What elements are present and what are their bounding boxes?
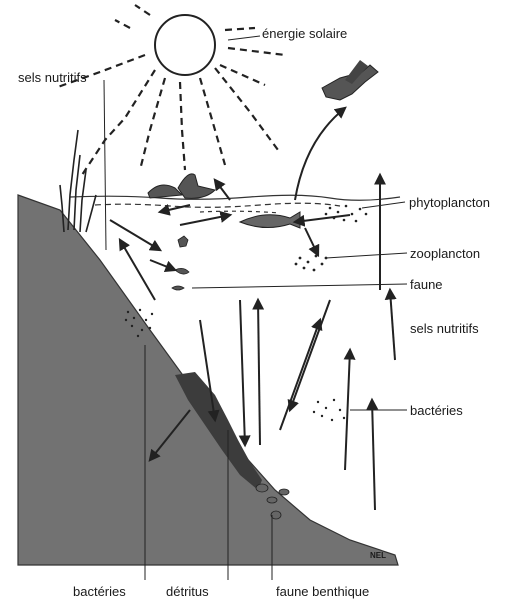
label-sels-nutritifs-right: sels nutritifs: [410, 321, 479, 336]
sun-icon: [155, 15, 215, 75]
label-energie-solaire: énergie solaire: [262, 26, 347, 41]
artist-signature: NEL: [370, 548, 386, 563]
phytoplankton-dots: [325, 205, 368, 223]
label-detritus: détritus: [166, 584, 209, 599]
fauna-icons: [172, 236, 189, 290]
bird-icon: [322, 60, 378, 100]
label-zooplancton: zooplancton: [410, 246, 480, 261]
label-bacteries-bottom: bactéries: [73, 584, 126, 599]
bacteria-right: [313, 399, 345, 421]
label-faune: faune: [410, 277, 443, 292]
zooplankton-dots: [295, 255, 328, 272]
water-surface: [70, 195, 400, 213]
label-bacteries-right: bactéries: [410, 403, 463, 418]
surface-birds: [148, 174, 215, 198]
label-sels-nutritifs-top: sels nutritifs: [18, 70, 87, 85]
label-phytoplancton: phytoplancton: [409, 195, 490, 210]
label-faune-benthique: faune benthique: [276, 584, 369, 599]
fish-icon: [240, 212, 300, 228]
